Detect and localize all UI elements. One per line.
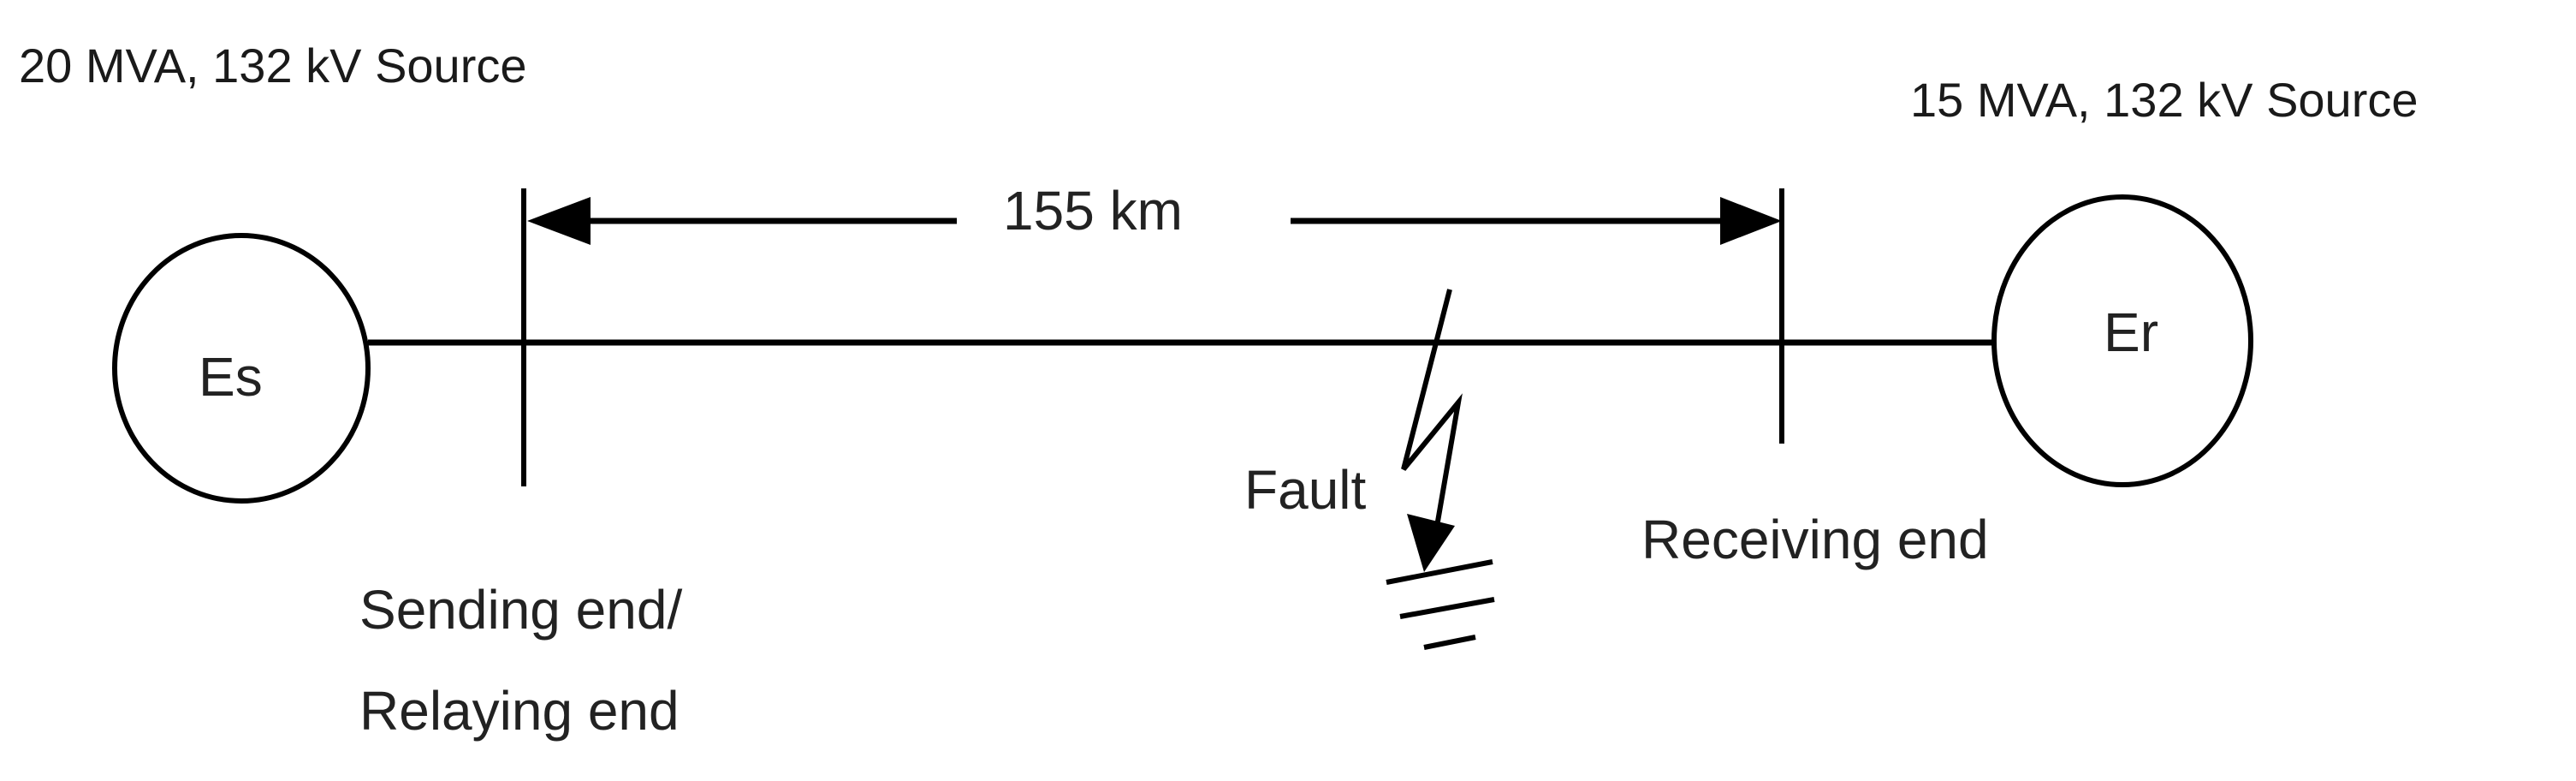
fault-label: Fault: [1244, 459, 1367, 521]
left-source-rating: 20 MVA, 132 kV Source: [19, 39, 527, 92]
sending-end-label: Sending end/: [359, 579, 682, 641]
left-generator-circle: [112, 233, 371, 504]
left-generator-symbol: Es: [199, 346, 263, 408]
arrow-head-left-icon: [527, 197, 591, 245]
relaying-end-label: Relaying end: [359, 680, 680, 742]
right-source-rating: 15 MVA, 132 kV Source: [1910, 73, 2419, 127]
receiving-end-label: Receiving end: [1641, 509, 1989, 570]
fault-arrow-head-icon: [1407, 514, 1455, 572]
lightning-bolt-icon: [1401, 289, 1463, 542]
distance-dimension: 155 km: [527, 180, 1782, 245]
line-length-label: 155 km: [1003, 180, 1183, 241]
fault-symbol: Fault: [1244, 289, 1495, 650]
ground-icon: [1386, 559, 1495, 650]
right-generator-symbol: Er: [2104, 301, 2158, 363]
left-generator: Es: [112, 233, 371, 504]
right-generator: Er: [1991, 194, 2253, 487]
arrow-head-right-icon: [1720, 197, 1782, 245]
